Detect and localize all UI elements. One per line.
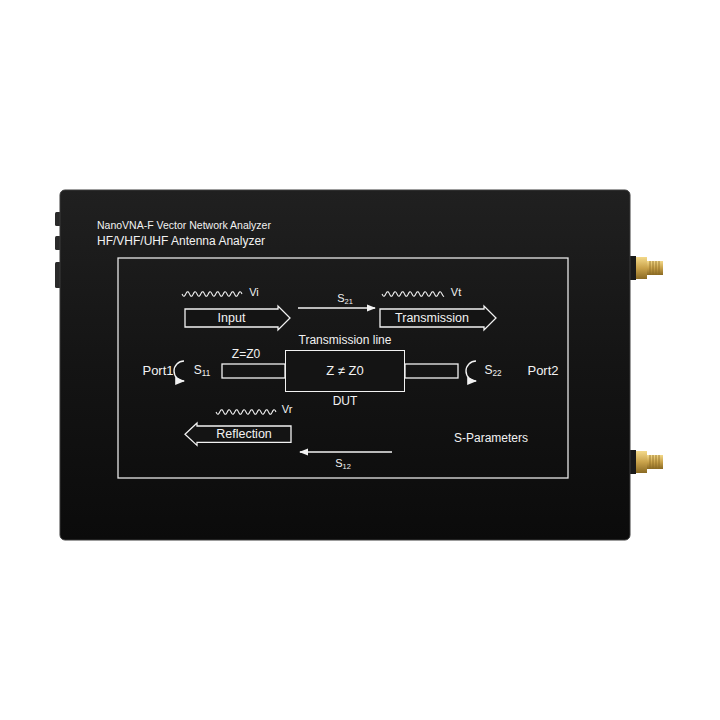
signal-name: Vt	[451, 286, 461, 299]
port-label: Port2	[527, 364, 558, 379]
signal-wave	[216, 410, 276, 415]
diagram-frame	[118, 258, 568, 478]
signal-wave	[182, 292, 242, 297]
node-text: Input	[185, 311, 278, 325]
signal-name: Vi	[249, 286, 259, 299]
node-text: Transmission	[380, 311, 484, 325]
arrow-outline	[185, 423, 291, 445]
caption-label: S-Parameters	[454, 432, 528, 446]
input-arrow: Input	[185, 306, 290, 330]
s-parameter-label: S22	[484, 364, 501, 378]
direction-arrow	[300, 451, 392, 452]
arrow-outline	[185, 306, 290, 330]
sma-connector	[628, 450, 663, 474]
direction-arrow	[298, 307, 375, 308]
impedance-label: Z=Z0	[232, 348, 260, 362]
device-housing	[60, 190, 630, 540]
node-caption: DUT	[286, 395, 404, 409]
s-parameter-label: S21	[337, 292, 353, 305]
s-parameter-label: S11	[194, 364, 210, 378]
transmission-arrow: Transmission	[380, 306, 496, 330]
reflection-arrow: Reflection	[185, 423, 291, 445]
arrow-outline	[380, 306, 496, 330]
signal-wave	[382, 292, 444, 297]
dut-box: Z ≠ Z0DUT	[285, 350, 405, 392]
node-text: Reflection	[197, 427, 291, 441]
product-subtitle: HF/VHF/UHF Antenna Analyzer	[97, 235, 265, 249]
port-label: Port1	[142, 364, 173, 379]
sma-connector	[628, 256, 663, 280]
node-text: Z ≠ Z0	[286, 364, 404, 379]
line-label: Transmission line	[299, 334, 392, 348]
product-name: NanoVNA-F Vector Network Analyzer	[97, 219, 271, 231]
line-stub	[222, 364, 285, 378]
s-parameter-label: S12	[335, 457, 351, 470]
curved-arrow	[466, 361, 476, 381]
curved-arrow	[174, 361, 184, 381]
line-stub	[405, 364, 458, 378]
signal-name: Vr	[282, 403, 293, 416]
